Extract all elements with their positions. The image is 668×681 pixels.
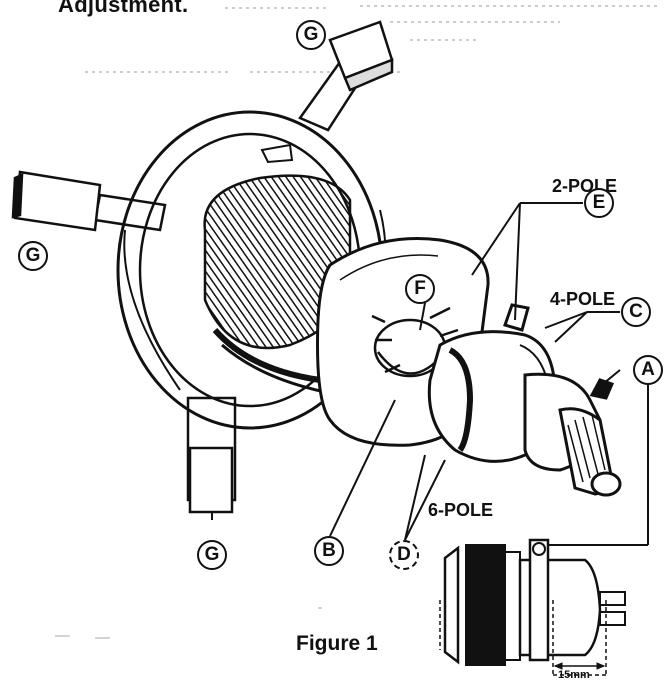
four-pole-label: 4-POLE	[550, 289, 616, 309]
callout-g-top: G	[296, 20, 326, 50]
coil-winding	[203, 174, 352, 394]
callout-b: B	[314, 536, 344, 566]
dimension-label: 15mm	[558, 669, 590, 681]
callout-c: C	[621, 297, 651, 327]
callout-e: E	[584, 188, 614, 218]
callout-a: A	[633, 355, 663, 385]
faint-marks	[55, 607, 322, 639]
leader-lines	[211, 202, 649, 546]
faint-text-lines	[85, 5, 660, 73]
callout-f: F	[405, 274, 435, 304]
callout-d: D	[389, 540, 419, 570]
magnet-arm-top	[298, 20, 394, 132]
magnet-arm-bottom	[186, 396, 237, 514]
figure-caption: Figure 1	[296, 632, 378, 655]
callout-g-bottom: G	[197, 540, 227, 570]
inset-detail	[439, 538, 626, 676]
callout-g-left: G	[18, 241, 48, 271]
heading-text: Adjustment.	[58, 0, 189, 17]
six-pole-label: 6-POLE	[428, 500, 494, 520]
neck-assembly	[427, 303, 622, 497]
